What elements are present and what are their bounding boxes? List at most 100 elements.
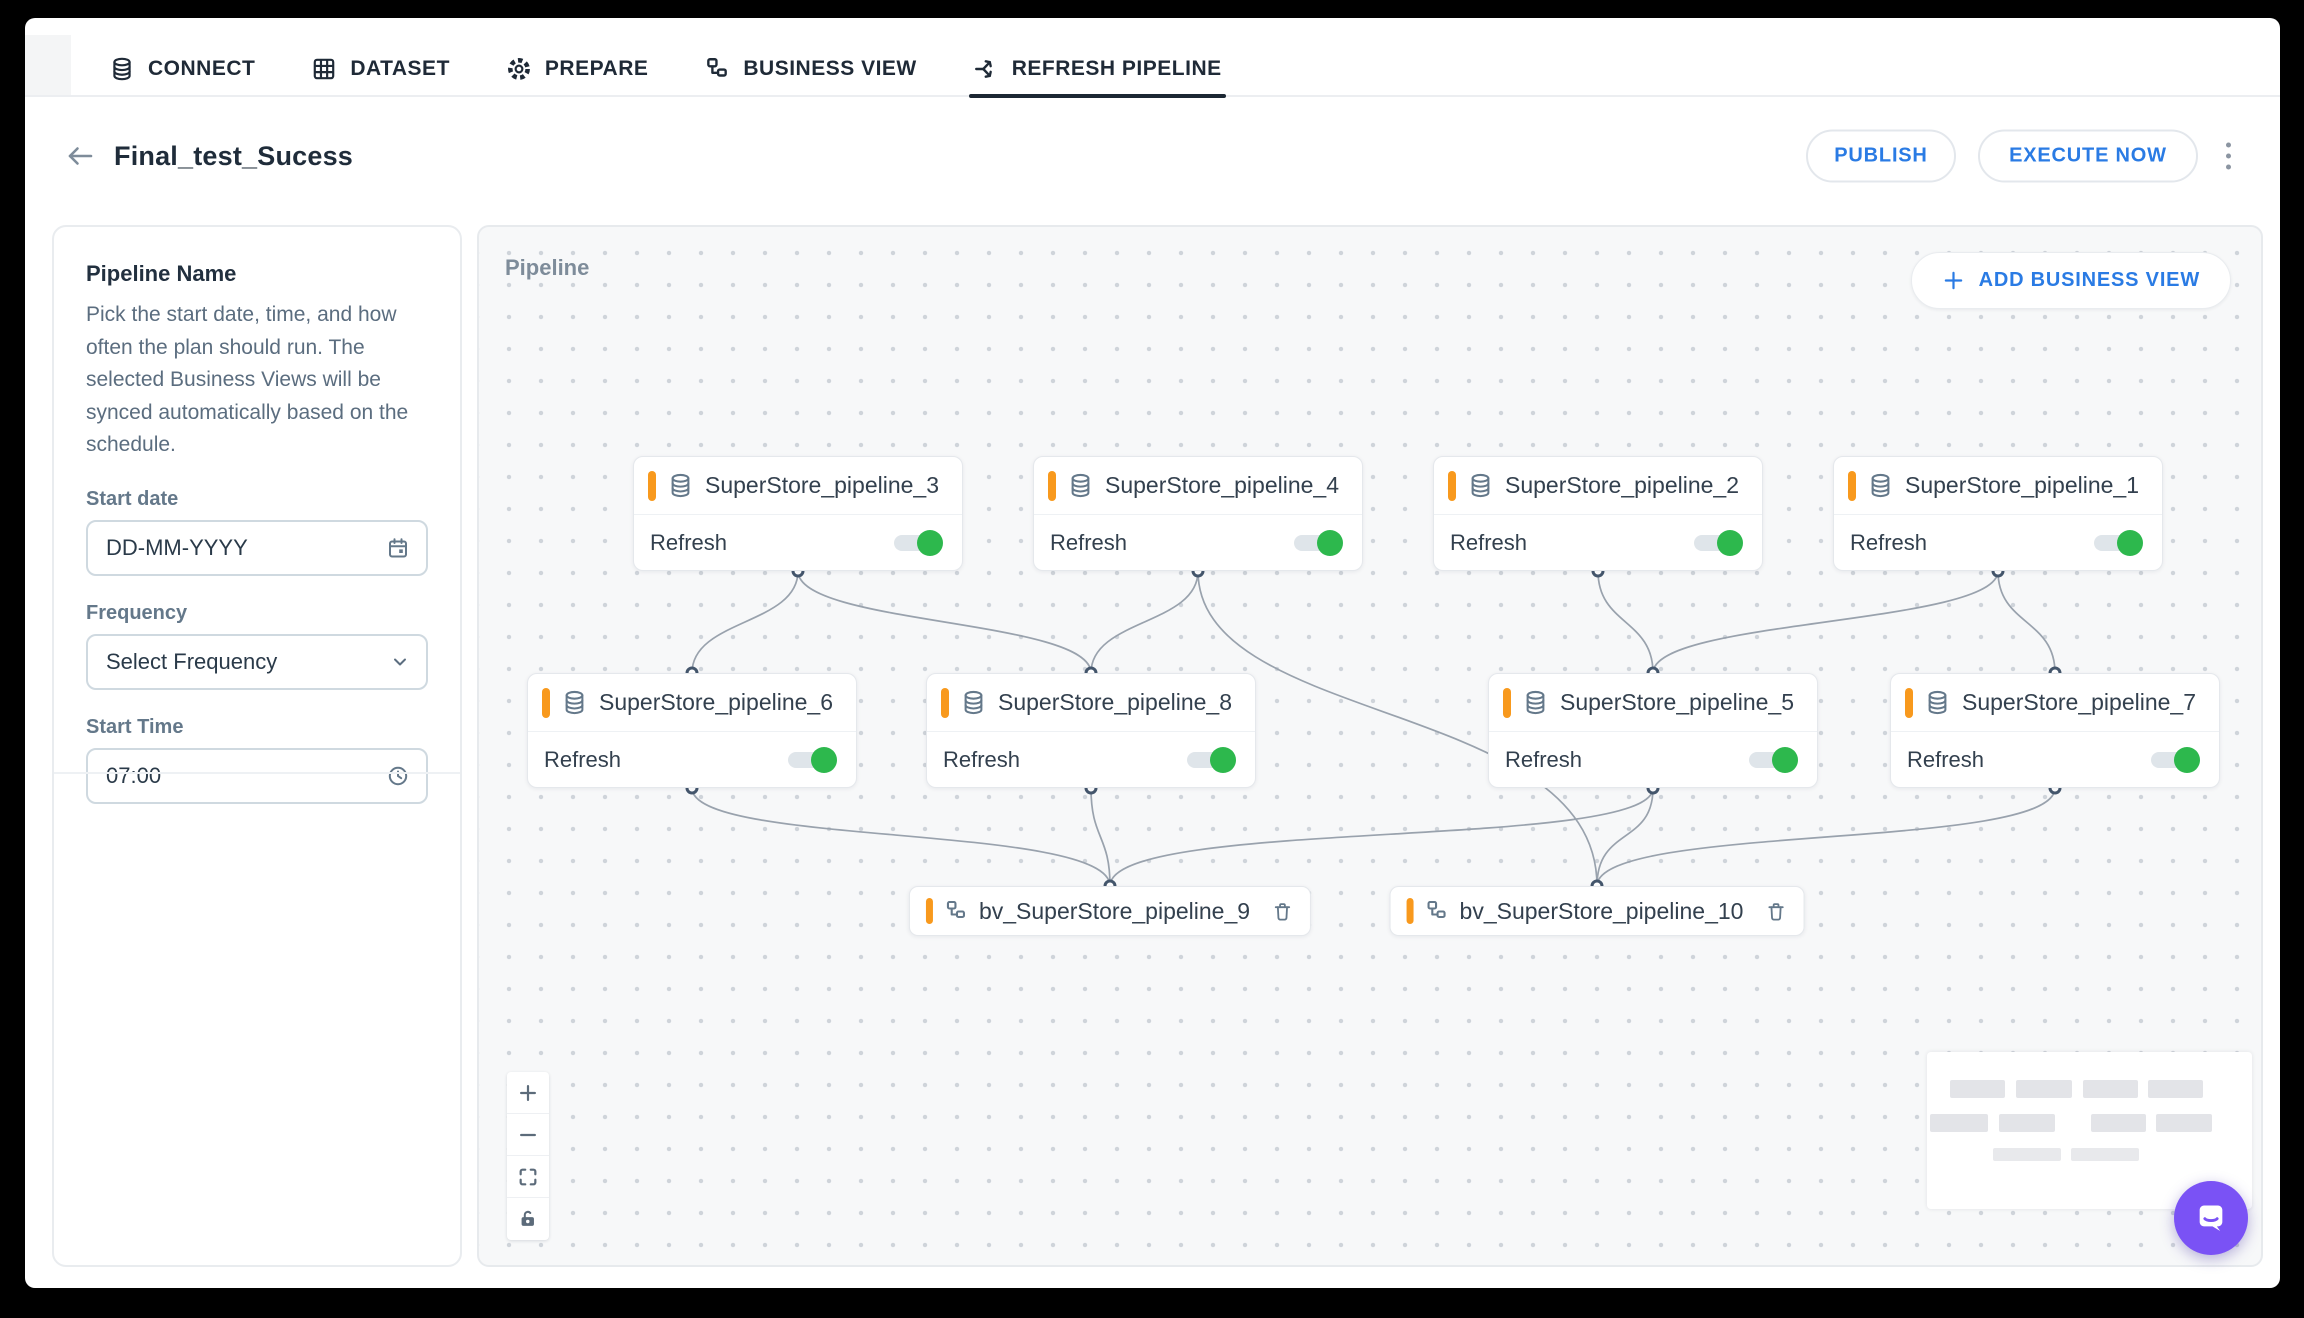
node-title: SuperStore_pipeline_7 xyxy=(1962,689,2197,715)
execute-now-button[interactable]: EXECUTE NOW xyxy=(1978,129,2198,183)
schedule-panel: Pipeline Name Pick the start date, time,… xyxy=(52,225,462,1267)
minimap-node xyxy=(2091,1114,2146,1132)
tab-business-view[interactable]: BUSINESS VIEW xyxy=(704,41,916,96)
pipeline-node[interactable]: SuperStore_pipeline_5 Refresh xyxy=(1488,673,1818,788)
start-date-value: DD-MM-YYYY xyxy=(106,534,248,560)
pipeline-node[interactable]: SuperStore_pipeline_7 Refresh xyxy=(1890,673,2220,788)
tab-label: REFRESH PIPELINE xyxy=(1011,56,1222,80)
refresh-toggle[interactable] xyxy=(1187,746,1236,773)
fit-view-button[interactable] xyxy=(507,1156,549,1198)
plus-icon xyxy=(1944,271,1962,290)
more-options-button[interactable] xyxy=(2220,139,2236,174)
publish-button[interactable]: PUBLISH xyxy=(1806,129,1956,183)
table-icon xyxy=(314,58,335,79)
chat-icon xyxy=(2199,1205,2223,1231)
chat-launcher-button[interactable] xyxy=(2174,1181,2248,1255)
node-title: SuperStore_pipeline_4 xyxy=(1105,472,1340,498)
frequency-select[interactable]: Select Frequency xyxy=(86,633,428,690)
lock-button[interactable] xyxy=(507,1198,549,1240)
refresh-label: Refresh xyxy=(1050,529,1128,555)
business-view-icon xyxy=(946,900,966,919)
status-accent-bar xyxy=(1406,898,1414,924)
page-header: Final_test_Sucess PUBLISH EXECUTE NOW xyxy=(25,97,2280,215)
minimap-node xyxy=(2156,1114,2212,1132)
tab-prepare[interactable]: PREPARE xyxy=(506,41,648,96)
minimap-node xyxy=(2083,1080,2138,1098)
database-icon xyxy=(1871,473,1890,498)
tab-refresh-pipeline[interactable]: REFRESH PIPELINE xyxy=(968,41,1226,98)
refresh-toggle[interactable] xyxy=(1294,529,1343,556)
status-accent-bar xyxy=(941,687,949,718)
frequency-label: Frequency xyxy=(86,601,188,624)
refresh-label: Refresh xyxy=(943,746,1021,772)
tab-dataset[interactable]: DATASET xyxy=(311,41,450,96)
gear-icon xyxy=(507,57,530,80)
zoom-in-button[interactable] xyxy=(507,1072,549,1114)
back-arrow-icon xyxy=(68,147,93,165)
refresh-toggle[interactable] xyxy=(1749,746,1798,773)
pipeline-node[interactable]: SuperStore_pipeline_8 Refresh xyxy=(926,673,1256,788)
refresh-toggle[interactable] xyxy=(788,746,837,773)
database-icon xyxy=(671,473,690,498)
minimap-node xyxy=(1993,1148,2061,1161)
back-button[interactable] xyxy=(58,134,102,178)
node-title: bv_SuperStore_pipeline_9 xyxy=(978,897,1251,924)
add-business-view-label: ADD BUSINESS VIEW xyxy=(1978,269,2200,291)
refresh-label: Refresh xyxy=(1505,746,1583,772)
minimap-node xyxy=(2071,1148,2139,1161)
pipeline-node[interactable]: SuperStore_pipeline_6 Refresh xyxy=(527,673,857,788)
tab-label: PREPARE xyxy=(544,56,649,80)
status-accent-bar xyxy=(648,470,656,501)
database-icon xyxy=(964,690,983,715)
pipeline-node[interactable]: SuperStore_pipeline_1 Refresh xyxy=(1833,456,2163,571)
database-icon xyxy=(1071,473,1090,498)
node-title: SuperStore_pipeline_6 xyxy=(599,689,834,715)
status-accent-bar xyxy=(1848,470,1856,501)
panel-description: Pick the start date, time, and how often… xyxy=(86,303,409,457)
refresh-label: Refresh xyxy=(1450,529,1528,555)
database-icon xyxy=(565,690,584,715)
tab-label: CONNECT xyxy=(148,56,256,80)
pipeline-canvas[interactable]: Pipeline ADD BUSINESS VIEW xyxy=(477,225,2263,1267)
minus-icon xyxy=(520,1133,536,1136)
active-tab-underline xyxy=(968,94,1226,98)
refresh-toggle[interactable] xyxy=(2151,746,2200,773)
add-business-view-button[interactable]: ADD BUSINESS VIEW xyxy=(1910,252,2231,309)
canvas-controls xyxy=(507,1072,549,1240)
refresh-toggle[interactable] xyxy=(2094,529,2143,556)
business-view-icon xyxy=(1427,900,1446,919)
lock-icon xyxy=(521,1210,534,1226)
node-title: bv_SuperStore_pipeline_10 xyxy=(1459,897,1744,924)
start-time-input[interactable]: 07:00 xyxy=(86,747,428,804)
business-view-node[interactable]: bv_SuperStore_pipeline_10 xyxy=(1389,886,1805,936)
status-accent-bar xyxy=(925,898,933,924)
calendar-icon[interactable] xyxy=(386,536,410,560)
pipeline-node[interactable]: SuperStore_pipeline_2 Refresh xyxy=(1433,456,1763,571)
refresh-label: Refresh xyxy=(650,529,728,555)
canvas-title: Pipeline xyxy=(505,255,590,280)
clock-icon[interactable] xyxy=(386,764,410,788)
node-title: SuperStore_pipeline_5 xyxy=(1560,689,1795,715)
refresh-toggle[interactable] xyxy=(894,529,943,556)
minimap-node xyxy=(1950,1080,2005,1098)
start-date-input[interactable]: DD-MM-YYYY xyxy=(86,519,428,576)
panel-divider xyxy=(54,772,460,774)
delete-node-button[interactable] xyxy=(1271,900,1294,923)
fit-view-icon xyxy=(519,1168,537,1185)
database-icon xyxy=(1471,473,1490,498)
app-window: CONNECT DATASET PREPARE BUSINESS VIEW RE… xyxy=(25,18,2280,1288)
business-view-node[interactable]: bv_SuperStore_pipeline_9 xyxy=(908,886,1312,936)
trash-icon xyxy=(1274,902,1291,921)
refresh-toggle[interactable] xyxy=(1694,529,1743,556)
minimap-node xyxy=(2016,1080,2072,1098)
node-title: SuperStore_pipeline_1 xyxy=(1905,472,2140,498)
status-accent-bar xyxy=(1448,470,1456,501)
start-time-label: Start Time xyxy=(86,715,184,738)
tab-label: BUSINESS VIEW xyxy=(743,56,917,80)
tab-connect[interactable]: CONNECT xyxy=(109,41,255,96)
delete-node-button[interactable] xyxy=(1764,900,1787,923)
pipeline-node[interactable]: SuperStore_pipeline_4 Refresh xyxy=(1033,456,1363,571)
pipeline-node[interactable]: SuperStore_pipeline_3 Refresh xyxy=(633,456,963,571)
node-title: SuperStore_pipeline_8 xyxy=(998,689,1233,715)
zoom-out-button[interactable] xyxy=(507,1114,549,1156)
